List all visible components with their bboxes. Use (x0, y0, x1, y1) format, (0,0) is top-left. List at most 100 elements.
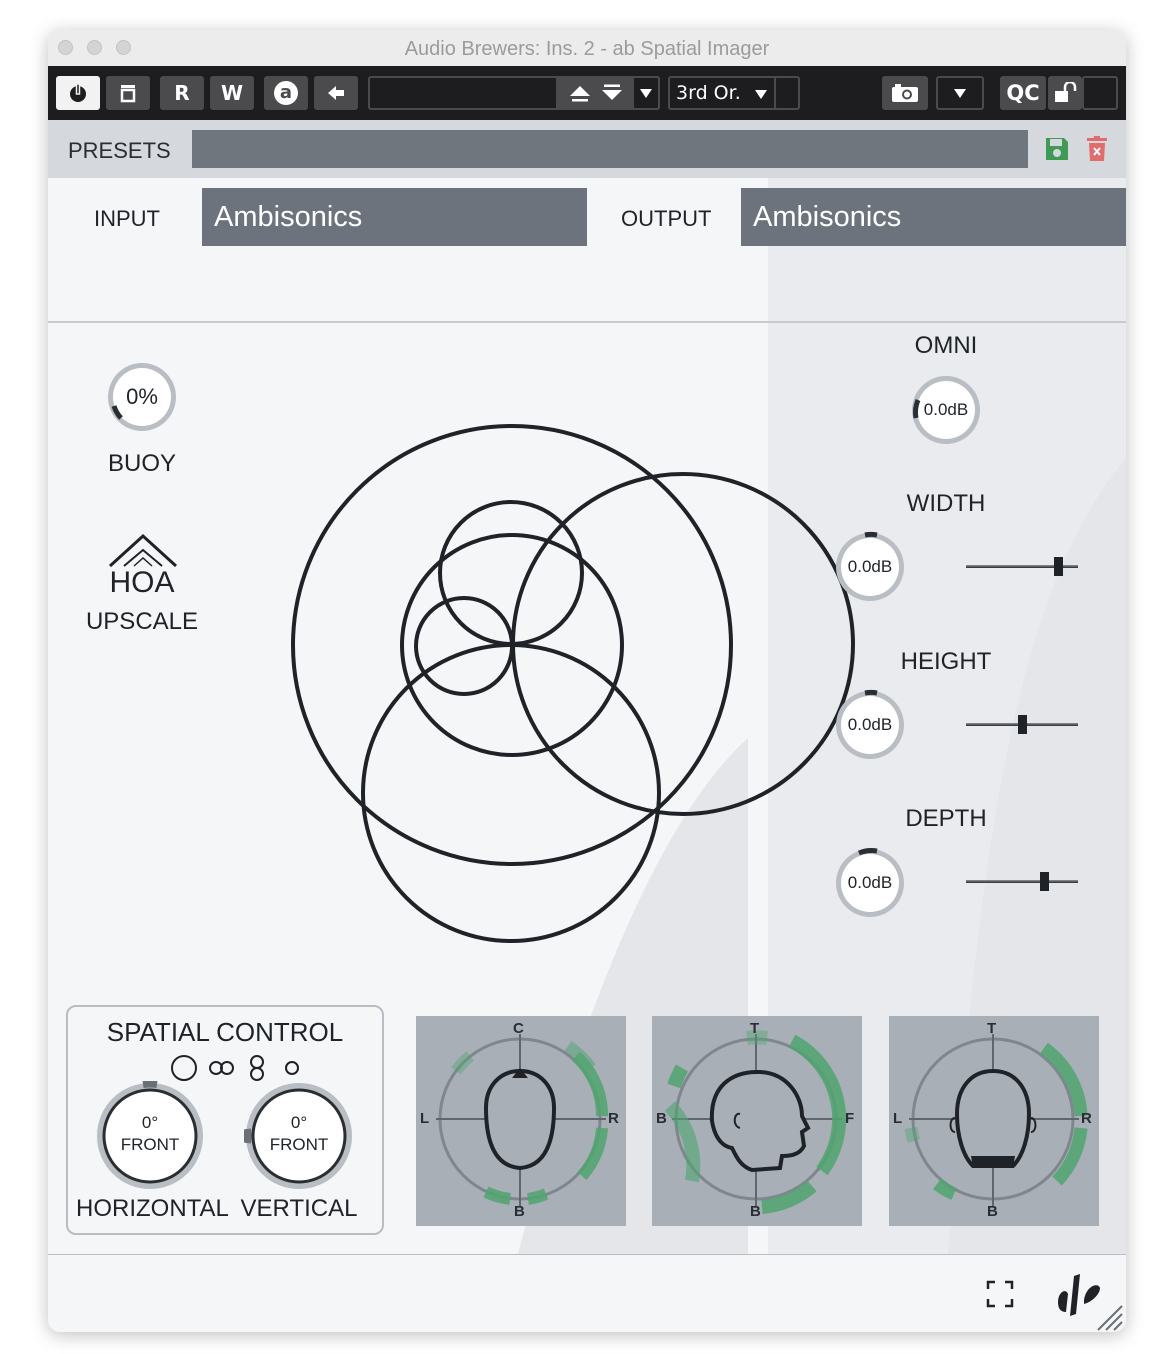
presets-field[interactable] (192, 130, 1028, 168)
bypass-button[interactable] (106, 76, 150, 110)
side-view-top-label: T (750, 1020, 760, 1037)
order-extra-slot[interactable] (774, 76, 800, 110)
order-value: 3rd Or. (676, 82, 741, 104)
depth-label: DEPTH (905, 805, 987, 832)
chevron-down-icon (755, 90, 767, 99)
write-automation-button[interactable]: W (210, 76, 254, 110)
top-view-bottom-label: B (514, 1203, 525, 1220)
section-divider (48, 321, 1126, 323)
close-window-button[interactable] (58, 40, 73, 55)
plugin-window: Audio Brewers: Ins. 2 - ab Spatial Image… (48, 30, 1126, 1332)
pattern-circle-bottom (361, 643, 661, 943)
top-view-top-label: C (513, 1020, 524, 1037)
omni-pattern-icon[interactable] (171, 1055, 197, 1081)
upscale-label: UPSCALE (85, 608, 199, 635)
buoy-knob[interactable] (105, 360, 179, 434)
snapshot-button[interactable] (882, 76, 928, 110)
slider-thumb[interactable] (1018, 715, 1027, 734)
polar-pattern-display (291, 424, 855, 943)
read-automation-button[interactable]: R (160, 76, 204, 110)
spatial-control-panel: SPATIAL CONTROL 0° FRONT HORIZONTAL 0° F… (66, 1005, 384, 1235)
output-label: OUTPUT (621, 206, 712, 231)
arrow-left-icon (328, 86, 344, 100)
horizontal-knob[interactable] (95, 1081, 205, 1191)
lock-button[interactable] (1048, 76, 1082, 110)
buoy-label: BUOY (107, 450, 176, 477)
horizontal-label: HORIZONTAL (76, 1195, 229, 1222)
top-view-right-label: R (608, 1110, 619, 1127)
input-format-field[interactable]: Ambisonics (202, 188, 587, 246)
qc-button[interactable]: QC (1000, 76, 1046, 110)
width-value: 0.0dB (847, 557, 893, 576)
pattern-circle-omni (291, 424, 733, 866)
omni-value: 0.0dB (923, 400, 969, 419)
height-knob[interactable] (833, 688, 907, 762)
omni-knob[interactable] (909, 373, 983, 447)
width-knob[interactable] (833, 530, 907, 604)
pattern-selector-icons (171, 1055, 299, 1081)
camera-icon (892, 84, 918, 102)
front-view-left-label: L (893, 1110, 903, 1127)
height-value: 0.0dB (847, 715, 893, 734)
depth-slider[interactable] (966, 869, 1078, 895)
io-row: INPUT Ambisonics OUTPUT Ambisonics (48, 178, 1126, 322)
save-icon (1046, 138, 1068, 160)
snapshot-dropdown[interactable] (936, 76, 984, 110)
auto-button[interactable]: a (264, 76, 308, 110)
side-view-right-label: F (845, 1110, 855, 1127)
width-slider[interactable] (966, 554, 1078, 580)
front-view-top-label: T (987, 1020, 997, 1037)
chevron-down-icon (640, 89, 652, 98)
slider-thumb[interactable] (1040, 872, 1049, 891)
slider-thumb[interactable] (1054, 557, 1063, 576)
chevron-down-icon (954, 89, 966, 98)
top-view-left-label: L (420, 1110, 430, 1127)
presets-bar: PRESETS (48, 120, 1126, 178)
presets-label: PRESETS (68, 138, 171, 163)
buoy-value: 0% (126, 384, 158, 409)
horizontal-angle: 0° (141, 1113, 159, 1132)
arrows-up-down-icon (570, 84, 622, 102)
back-button[interactable] (314, 76, 358, 110)
save-preset-button[interactable] (1044, 136, 1070, 167)
front-view-display: T L R B (889, 1016, 1099, 1226)
auto-badge: a (274, 81, 298, 105)
title-bar: Audio Brewers: Ins. 2 - ab Spatial Image… (48, 30, 1126, 67)
preset-prev-next[interactable] (556, 76, 636, 110)
vertical-label: VERTICAL (240, 1195, 358, 1222)
resize-handle-icon[interactable] (1094, 1302, 1124, 1332)
vertical-direction: FRONT (269, 1135, 329, 1154)
horizontal-direction: FRONT (120, 1135, 180, 1154)
minimize-window-button[interactable] (87, 40, 102, 55)
power-icon (70, 83, 86, 102)
side-view-bottom-label: B (750, 1203, 761, 1220)
front-view-bottom-label: B (987, 1203, 998, 1220)
delete-preset-button[interactable] (1086, 136, 1108, 167)
top-view-display: C L R B (416, 1016, 626, 1226)
height-label: HEIGHT (900, 648, 992, 675)
order-selector[interactable]: 3rd Or. (668, 76, 780, 110)
depth-knob[interactable] (833, 846, 907, 920)
vertical-knob[interactable] (244, 1081, 354, 1191)
side-view-left-label: B (656, 1110, 667, 1127)
output-format-field[interactable]: Ambisonics (741, 188, 1126, 246)
hoa-roof-icon (108, 533, 178, 568)
depth-value: 0.0dB (847, 873, 893, 892)
fullscreen-icon[interactable] (986, 1280, 1014, 1308)
zoom-window-button[interactable] (116, 40, 131, 55)
preset-dropdown[interactable] (632, 76, 660, 110)
audio-brewers-logo-icon (1058, 1274, 1100, 1316)
lock-extra-slot[interactable] (1082, 76, 1118, 110)
input-label: INPUT (94, 206, 160, 231)
slider-track (966, 880, 1078, 883)
height-slider[interactable] (966, 712, 1078, 738)
omni-label: OMNI (914, 332, 978, 359)
power-button[interactable] (56, 76, 100, 110)
figure8-vertical-icon[interactable] (250, 1055, 264, 1069)
side-view-display: T B F B (652, 1016, 862, 1226)
cardioid-pattern-icon[interactable] (285, 1061, 299, 1075)
pattern-circle-top (438, 500, 584, 646)
pattern-circle-mid (400, 533, 624, 757)
hoa-upscale-button[interactable]: HOA UPSCALE (82, 532, 202, 642)
window-title: Audio Brewers: Ins. 2 - ab Spatial Image… (404, 38, 770, 60)
